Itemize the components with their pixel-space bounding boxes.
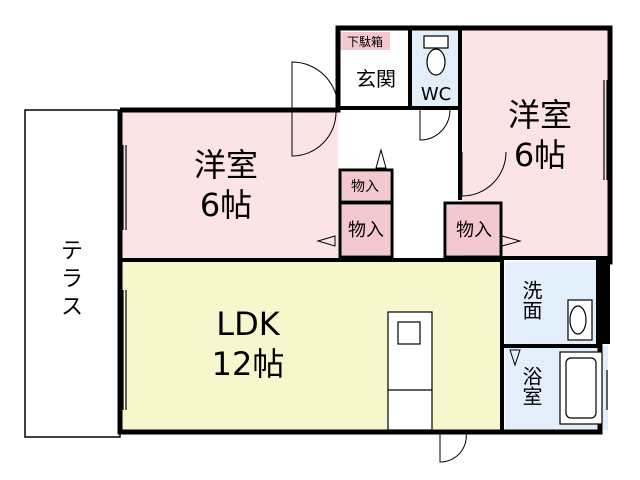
windows [122,80,608,410]
closet-left [340,205,390,255]
wc-label: WC [421,84,451,105]
western-right-name: 洋室 [508,96,572,134]
closet-right [447,205,499,255]
closet-small [340,172,390,200]
shoe-box [340,32,390,50]
terrace-label-3: ス [61,295,83,320]
toilet-icon [423,35,449,76]
ldk-room [122,262,500,430]
shoe-box-label: 下駄箱 [347,34,383,49]
washbasin-icon [567,299,593,341]
terrace-area [24,109,121,438]
closet-small-label: 物入 [351,179,379,195]
bathroom-label: 浴室 [518,366,546,406]
closet-walls [338,168,503,259]
closet-left-label: 物入 [348,220,384,241]
western-room-left [122,112,338,259]
ldk-name: LDK [216,305,280,343]
washroom-label: 洗面 [518,280,546,320]
closet-right-label: 物入 [456,220,492,241]
sliding-markers [316,148,522,367]
kitchen-counter-icon [387,311,433,431]
door-swings [291,61,507,463]
western-left-name: 洋室 [194,146,258,184]
terrace-label-1: テ [61,239,83,264]
ldk-size: 12帖 [212,345,285,383]
terrace-label-2: ラ [61,267,83,292]
entrance-label: 玄関 [356,67,396,91]
bathroom-label-text: 浴室 [519,366,543,406]
washroom-label-text: 洗面 [519,280,543,320]
western-right-size: 6帖 [514,136,566,174]
bathtub-icon [559,351,603,425]
wall-block [596,258,610,344]
interior-walls [120,28,610,432]
western-left-size: 6帖 [200,186,252,224]
